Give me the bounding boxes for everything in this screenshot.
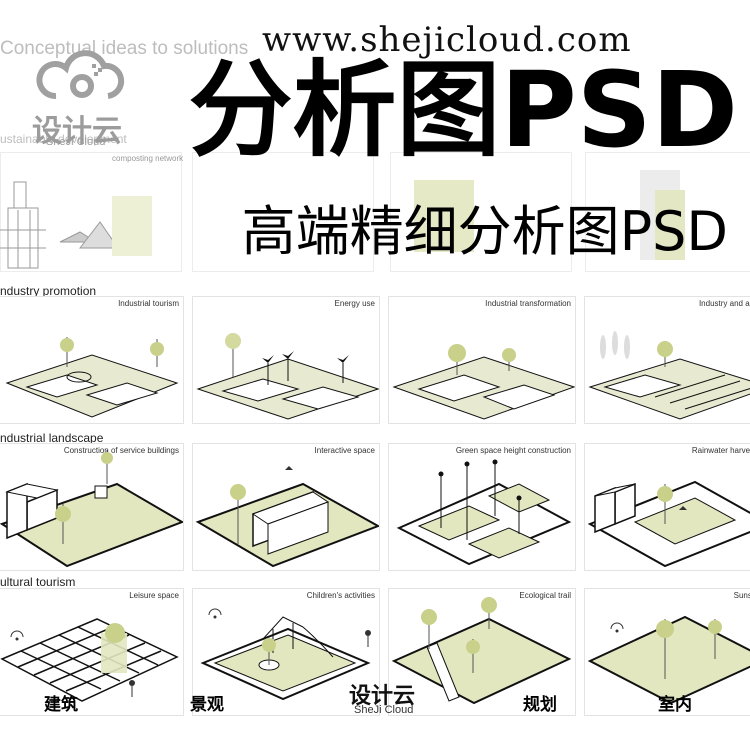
isometric-diagram <box>396 459 572 566</box>
panel-sunshine: Sunshine <box>584 588 750 716</box>
panel-childrens-activities: Children's activities <box>192 588 380 716</box>
bottom-logo-subtitle: SheJi Cloud <box>354 704 414 716</box>
isometric-diagram <box>0 618 179 702</box>
panel-industrial-transformation: Industrial transformation <box>388 296 576 424</box>
panel-energy-use: Energy use <box>192 296 380 424</box>
website-url: www.shejicloud.com <box>262 20 632 60</box>
isometric-diagram <box>196 333 379 420</box>
section-title-2: ndustrial landscape <box>0 431 104 445</box>
composting-label: composting network <box>112 154 184 163</box>
logo-name: 设计云 <box>32 115 122 148</box>
logo-subtitle: SheJi Cloud <box>46 136 106 148</box>
isometric-diagram <box>588 331 750 420</box>
panel-label: Interactive space <box>314 446 375 455</box>
panel-label: Construction of service buildings <box>63 446 179 455</box>
panel-rainwater-harvesting: Rainwater harvesting <box>584 443 750 571</box>
panel-green-space-height: Green space height construction <box>388 443 576 571</box>
panel-industry-agriculture: Industry and agricu <box>584 296 750 424</box>
panel-industrial-tourism: Industrial tourism <box>0 296 184 424</box>
sub-title: 高端精细分析图PSD <box>241 200 728 263</box>
category-architecture: 建筑 <box>44 695 78 715</box>
panel-ecological-trail: Ecological trail <box>388 588 576 716</box>
panel-label: Green space height construction <box>455 446 571 455</box>
faint-sketch <box>0 170 685 269</box>
isometric-diagram <box>392 344 575 420</box>
panel-leisure-space: Leisure space <box>0 588 184 716</box>
panel-interactive-space: Interactive space <box>192 443 380 571</box>
sustainable-label: ustainable development <box>0 132 127 146</box>
category-interior: 室内 <box>658 695 692 715</box>
panel-label: Industrial tourism <box>118 299 179 308</box>
category-planning: 规划 <box>523 695 557 715</box>
isometric-diagram <box>587 615 750 705</box>
panel-service-buildings: Construction of service buildings <box>0 443 184 571</box>
panel-label: Leisure space <box>129 591 179 600</box>
faint-panel-2 <box>192 152 374 272</box>
isometric-diagram <box>5 337 179 418</box>
section-title-3: ultural tourism <box>0 575 76 589</box>
isometric-diagram <box>195 466 379 568</box>
isometric-diagram <box>391 597 572 705</box>
panel-label: Ecological trail <box>519 591 571 600</box>
cloud-logo-icon <box>36 50 125 100</box>
panel-label: Rainwater harvesting <box>691 446 750 455</box>
category-landscape: 景观 <box>190 695 224 715</box>
panel-label: Industry and agricu <box>698 299 750 308</box>
panel-label: Sunshine <box>733 591 750 600</box>
isometric-diagram <box>0 450 183 568</box>
panel-label: Industrial transformation <box>485 299 571 308</box>
conceptual-heading: Conceptual ideas to solutions <box>0 38 249 59</box>
isometric-diagram <box>200 608 371 701</box>
panel-label: Children's activities <box>306 591 375 600</box>
main-title: 分析图PSD <box>188 49 738 171</box>
panel-label: Energy use <box>334 299 375 308</box>
isometric-diagram <box>587 480 750 568</box>
section-title-1: ndustry promotion <box>0 284 97 298</box>
bottom-logo-name: 设计云 <box>349 683 416 708</box>
